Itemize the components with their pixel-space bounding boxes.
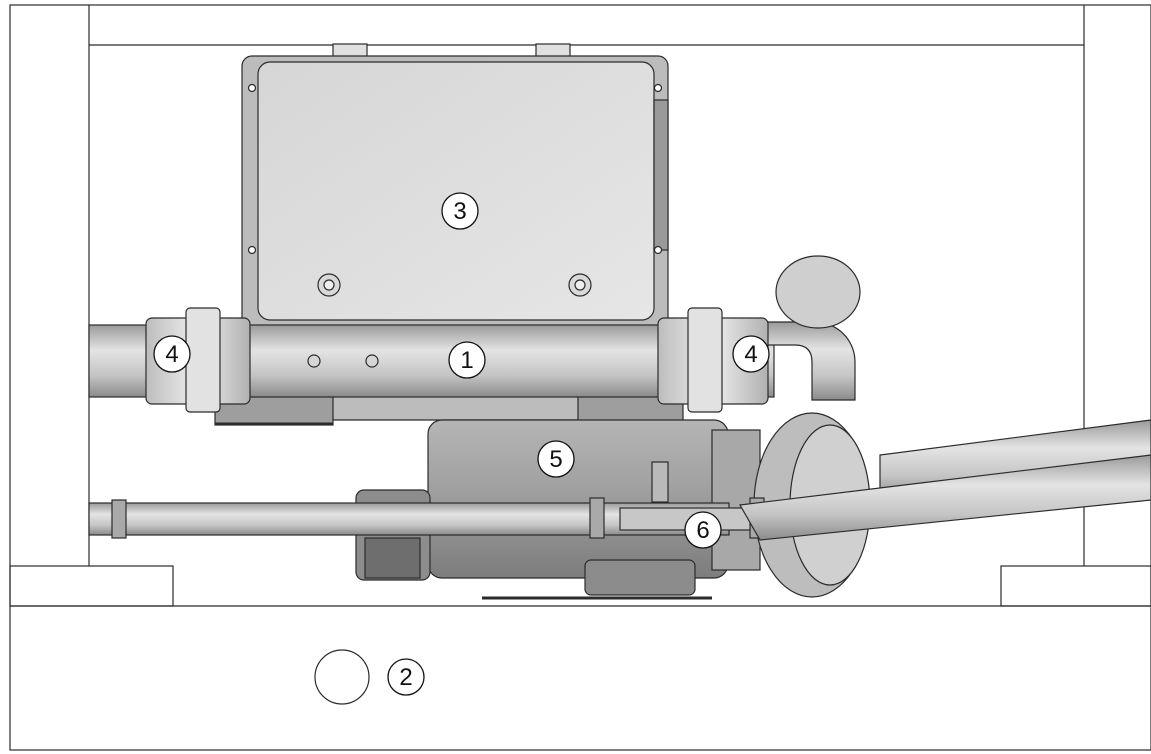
pump-hose-clamp: [364, 537, 421, 579]
callout-5-circle: [537, 440, 575, 478]
callout-6-circle: [684, 511, 722, 549]
floor-block-right: [1000, 565, 1151, 607]
callout-4-left: 4: [153, 335, 191, 373]
mount-hole: [247, 83, 257, 93]
callout-3-circle: [441, 192, 479, 230]
control-box-side-connector: [653, 99, 669, 251]
mount-hole: [653, 245, 663, 255]
union-left-nut: [185, 307, 221, 413]
callout-1-label: 1: [460, 347, 473, 374]
pipe-clamp: [111, 499, 127, 539]
callout-4-right-label: 4: [744, 341, 757, 368]
callout-4-left-label: 4: [165, 341, 178, 368]
callout-5-label: 5: [549, 446, 562, 473]
floor-block-left: [9, 565, 174, 607]
discharge-hose-lower: [739, 454, 1151, 541]
cover-screw-left-inner: [323, 279, 335, 291]
control-box-cover: [257, 61, 655, 321]
cover-screw-right-inner: [574, 279, 586, 291]
callout-2: 2: [387, 658, 425, 696]
pump-base: [584, 559, 696, 596]
union-right-nut: [687, 307, 723, 413]
cabinet-frame: [9, 4, 1151, 751]
callout-4-left-circle: [153, 335, 191, 373]
tee-valve-stem: [651, 461, 669, 503]
callout-5: 5: [537, 440, 575, 478]
callout-1: 1: [448, 341, 486, 379]
callouts: 1 2 3 4 4 5 6: [153, 192, 770, 696]
mount-hole: [247, 245, 257, 255]
pipe-clamp: [589, 497, 605, 539]
callout-4-right-circle: [732, 335, 770, 373]
floor-drain-circle: [314, 649, 370, 705]
callout-2-label: 2: [399, 664, 412, 691]
callout-6-label: 6: [696, 517, 709, 544]
callout-4-right: 4: [732, 335, 770, 373]
cabinet-outline: [9, 4, 1151, 751]
elbow-top-fitting: [775, 255, 861, 329]
callout-1-circle: [448, 341, 486, 379]
callout-2-circle: [387, 658, 425, 696]
plumbing-lines: [88, 419, 1151, 541]
mount-hole: [653, 83, 663, 93]
callout-3-label: 3: [453, 198, 466, 225]
heater-pipe-assembly: [88, 255, 861, 413]
pipe-sensor-port: [365, 354, 379, 368]
pipe-sensor-port: [307, 354, 321, 368]
callout-6: 6: [684, 511, 722, 549]
callout-3: 3: [441, 192, 479, 230]
pump-motor: [427, 419, 729, 579]
